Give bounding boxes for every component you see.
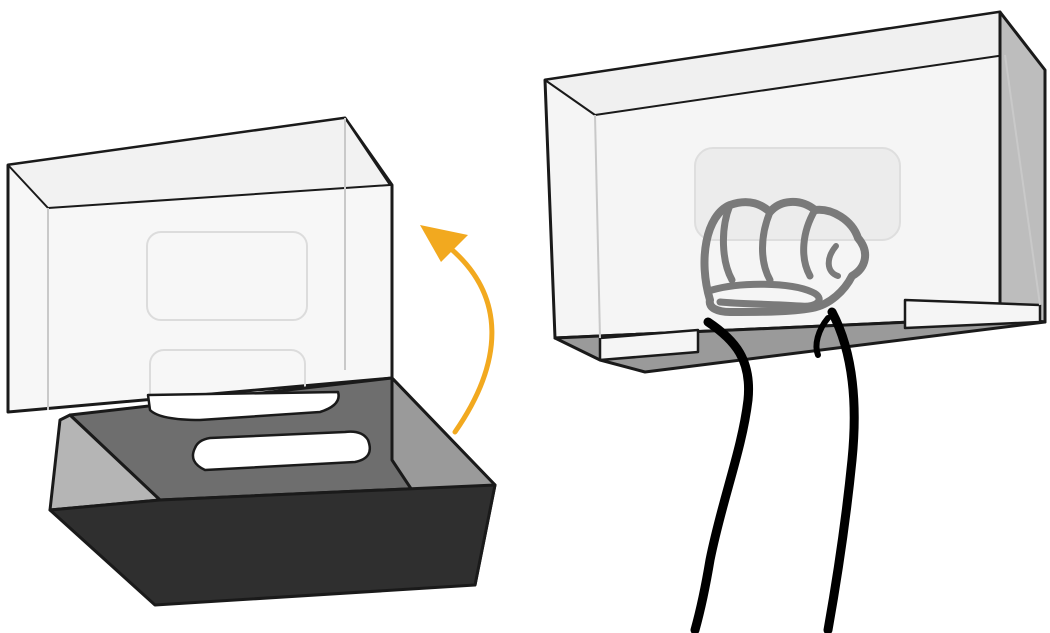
box-right-side (1000, 12, 1045, 322)
arrow-curve (450, 248, 492, 432)
open-box-tray (50, 378, 495, 605)
closed-box (545, 12, 1045, 372)
right-panel-box-with-fist (545, 12, 1045, 630)
left-panel-open-box (8, 118, 495, 605)
box-bottom-notch-right (905, 300, 1040, 328)
open-box-lid (8, 118, 392, 412)
curved-arrow-icon (420, 225, 492, 432)
arm-left-outline (695, 322, 749, 630)
tray-front-face (50, 485, 495, 605)
arm-right-outline (828, 312, 854, 630)
